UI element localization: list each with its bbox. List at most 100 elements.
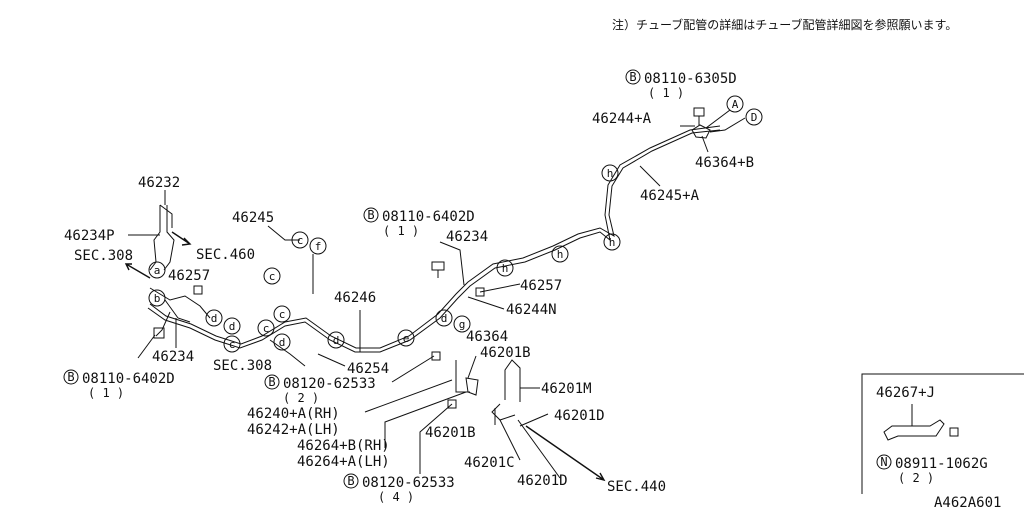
label-46257-left: 46257 [168,268,210,284]
left-hose-bracket [149,204,211,337]
label-46244A: 46244+A [592,111,652,127]
arrow-sec308a [124,263,151,279]
svg-text:08911-1062G: 08911-1062G [895,456,988,472]
callout-h: h [601,164,619,182]
label-sec308-top: SEC.308 [74,248,133,264]
note-text: 注）チューブ配管の詳細はチューブ配管詳細図を参照願います。 [612,17,957,32]
callout-f: f [309,237,327,255]
svg-text:( 1 ): ( 1 ) [648,86,684,100]
inset-nut: N 08911-1062G ( 2 ) [876,454,988,485]
label-46234-left: 46234 [152,349,194,365]
callout-d: d [223,317,241,335]
part-labels: 46232 46234P SEC.460 SEC.308 46257 46245… [63,69,754,504]
svg-text:d: d [211,312,218,325]
label-46201B-top: 46201B [480,345,531,361]
svg-text:c: c [297,234,304,247]
svg-text:a: a [154,264,161,277]
svg-text:h: h [607,167,614,180]
callout-h: h [603,233,621,251]
svg-text:d: d [441,312,448,325]
bolt-08110-6305D: B 08110-6305D ( 1 ) [625,69,737,100]
callout-c: c [273,305,291,323]
svg-text:c: c [263,322,270,335]
callout-a: a [148,261,166,279]
callout-h: h [496,259,514,277]
svg-text:B: B [629,70,636,84]
svg-text:c: c [279,308,286,321]
label-sec308-bottom: SEC.308 [213,358,272,374]
diagram-id: A462A601 [934,495,1001,511]
label-46244N: 46244N [506,302,557,318]
svg-text:b: b [154,292,161,305]
callout-c: c [291,231,309,249]
label-46201M: 46201M [541,381,592,397]
label-46242A: 46242+A(LH) [247,422,340,438]
svg-text:c: c [229,338,236,351]
callout-d: d [273,333,291,351]
svg-text:( 4 ): ( 4 ) [378,490,414,504]
svg-text:08120-62533: 08120-62533 [362,475,455,491]
callout-D: D [745,108,763,126]
callout-c: c [257,319,275,337]
callout-h: h [551,245,569,263]
callout-d: d [205,309,223,327]
svg-text:08110-6402D: 08110-6402D [82,371,175,387]
label-46364: 46364 [466,329,508,345]
svg-text:N: N [880,455,887,469]
label-sec440: SEC.440 [607,479,666,495]
label-46201B-bottom: 46201B [425,425,476,441]
callouts: a b d d c c f c c c d d e d g h h h h A … [148,95,763,353]
svg-text:h: h [502,262,509,275]
label-46264B: 46264+B(RH) [297,438,390,454]
svg-text:( 2 ): ( 2 ) [283,391,319,405]
inset-label-46267J: 46267+J [876,385,935,401]
hose-46201M [455,359,521,421]
leader-lines [128,125,709,479]
svg-text:B: B [268,375,275,389]
brake-tube-main [147,125,721,353]
callout-e: e [397,329,415,347]
callout-A: A [726,95,744,113]
label-46364B: 46364+B [695,155,754,171]
svg-text:e: e [403,332,410,345]
svg-text:B: B [67,370,74,384]
svg-text:d: d [279,336,286,349]
junction-46364B [691,109,746,139]
label-sec460: SEC.460 [196,247,255,263]
callout-c: c [263,267,281,285]
svg-text:08110-6305D: 08110-6305D [644,71,737,87]
bolt-08110-6402D-center: B 08110-6402D ( 1 ) [363,207,475,238]
svg-text:08120-62533: 08120-62533 [283,376,376,392]
svg-text:A: A [732,98,739,111]
callout-g: g [453,315,471,333]
svg-text:g: g [459,318,466,331]
label-46234-center: 46234 [446,229,488,245]
svg-text:h: h [609,236,616,249]
callout-d: d [435,309,453,327]
label-46232: 46232 [138,175,180,191]
inset-nut-glyph [949,427,959,437]
svg-text:( 2 ): ( 2 ) [898,471,934,485]
svg-text:08110-6402D: 08110-6402D [382,209,475,225]
svg-text:d: d [229,320,236,333]
svg-text:B: B [347,474,354,488]
callout-d: d [327,331,345,349]
label-46201D-right: 46201D [554,408,605,424]
inset-panel: 46267+J N 08911-1062G ( 2 ) [861,373,1024,494]
label-46246: 46246 [334,290,376,306]
bolt-08120-62533-2: B 08120-62533 ( 2 ) [264,374,376,405]
label-46254: 46254 [347,361,389,377]
arrow-sec460 [171,231,192,246]
label-46234P: 46234P [64,228,115,244]
bolt-08110-6402D-left: B 08110-6402D ( 1 ) [63,369,175,400]
bolt-glyphs [153,107,705,409]
label-46245A: 46245+A [640,188,700,204]
inset-bracket [883,404,945,441]
svg-text:c: c [269,270,276,283]
label-46240A: 46240+A(RH) [247,406,340,422]
svg-text:D: D [751,111,758,124]
svg-text:B: B [367,208,374,222]
callout-c: c [223,335,241,353]
label-46201D-bottom: 46201D [517,473,568,489]
